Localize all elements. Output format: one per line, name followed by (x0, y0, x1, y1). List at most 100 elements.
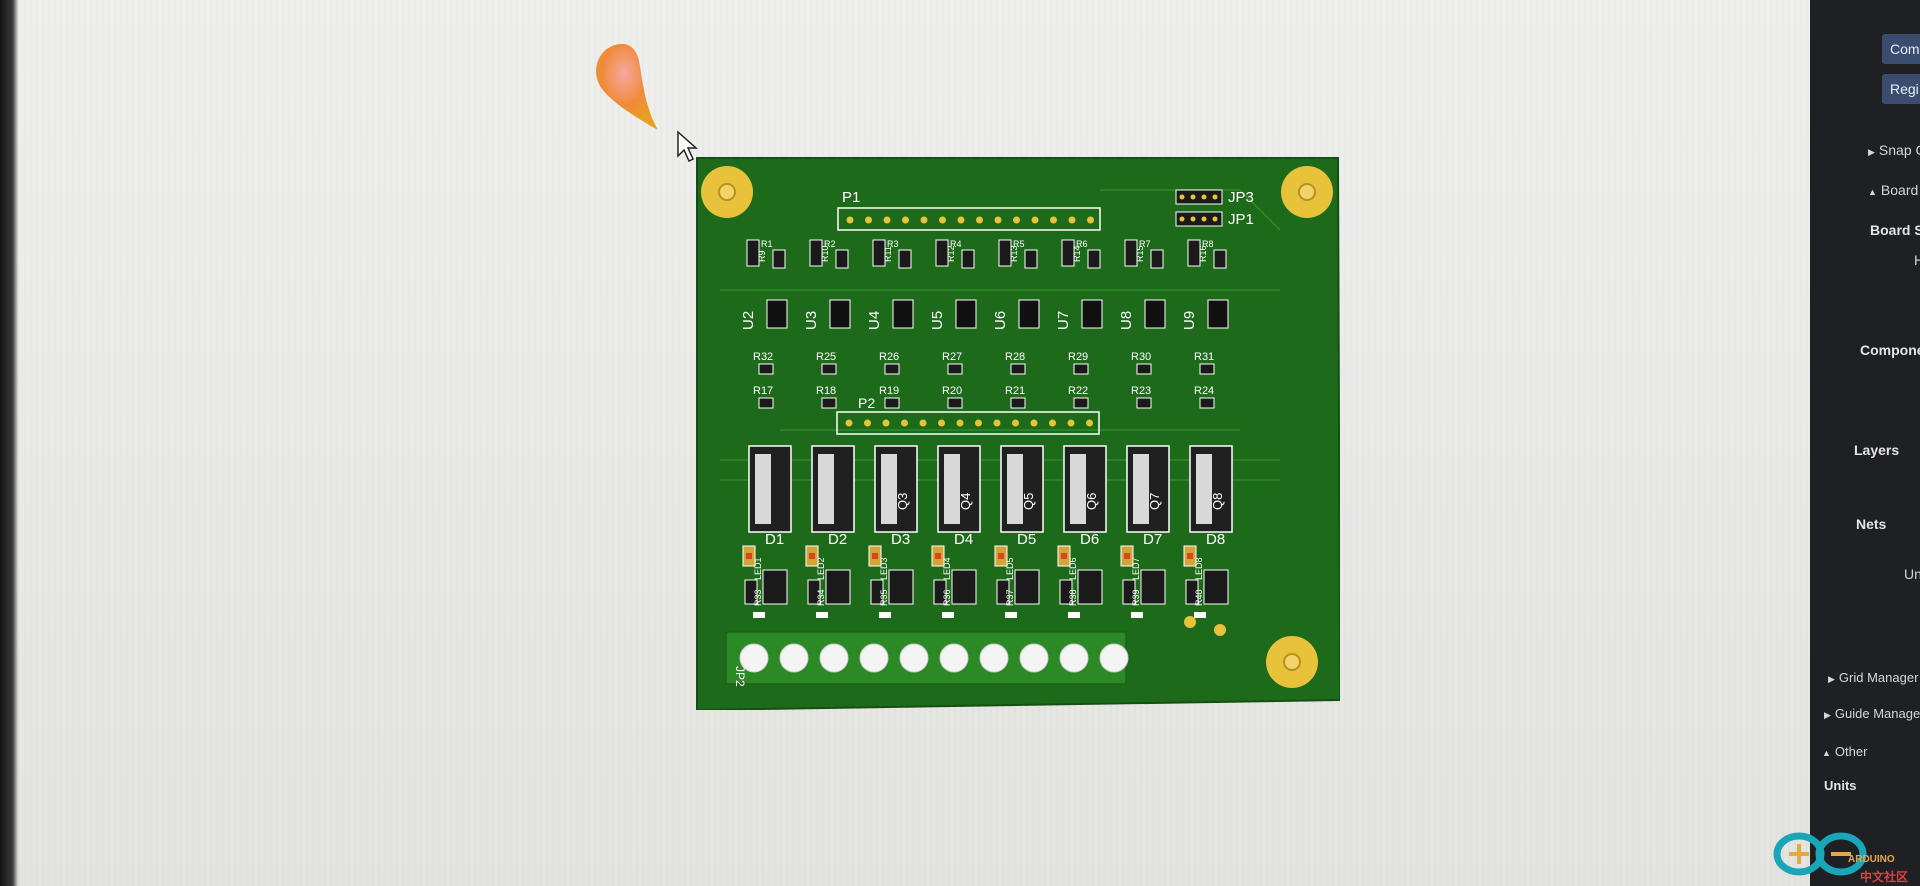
resistor (746, 239, 760, 267)
silk-mark (1194, 612, 1206, 618)
other-section[interactable]: ▲Other (1822, 744, 1867, 759)
resistor (821, 363, 837, 375)
resistor (1059, 579, 1073, 605)
header-jp3 (1175, 189, 1223, 205)
resistor (935, 239, 949, 267)
led-label: LED8 (1194, 557, 1204, 580)
nets-label: Nets (1856, 516, 1887, 532)
resistor (1136, 397, 1152, 409)
resistor-label: R20 (942, 385, 962, 397)
command-button[interactable]: Com (1882, 34, 1920, 64)
resistor-label: R40 (1194, 589, 1204, 606)
components-label: Compone (1860, 342, 1920, 358)
terminal-hole (1099, 643, 1129, 673)
resistor-label: R22 (1068, 385, 1088, 397)
resistor (998, 239, 1012, 267)
resistor-label: R31 (1194, 351, 1214, 363)
register-button[interactable]: Regi (1882, 74, 1920, 104)
board-size-value: H (1914, 252, 1920, 268)
layers-label: Layers (1854, 442, 1900, 458)
diode-label: D4 (954, 531, 973, 548)
resistor-label: R29 (1068, 351, 1088, 363)
header-p1-pin (1050, 216, 1057, 224)
terminal-hole (979, 643, 1009, 673)
resistor-label: R35 (879, 589, 889, 606)
resistor (744, 579, 758, 605)
header-p1-pin (939, 216, 946, 224)
resistor-label: R21 (1005, 385, 1025, 397)
optocoupler-label: U3 (803, 311, 820, 330)
resistor-label: R30 (1131, 351, 1151, 363)
resistor (1150, 249, 1164, 269)
header-p2-pin (864, 419, 871, 427)
grid-manager-section[interactable]: ▶Grid Manager (1828, 670, 1918, 685)
header-p2-outline (836, 411, 1100, 435)
transistor-tab (1007, 454, 1023, 524)
led-die (935, 553, 941, 559)
optocoupler (1207, 299, 1229, 329)
optocoupler (1018, 299, 1040, 329)
resistor (1073, 363, 1089, 375)
resistor (1010, 397, 1026, 409)
header-p2-pin (975, 419, 982, 427)
diode (1203, 569, 1229, 605)
header-p2-pin (919, 419, 927, 427)
resistor (884, 363, 900, 375)
guide-manager-section[interactable]: ▶Guide Manage (1824, 706, 1920, 721)
collapse-arrow-icon: ▲ (1868, 187, 1877, 197)
snap-section[interactable]: ▶Snap C (1868, 142, 1920, 158)
header-p1-pin (957, 216, 965, 224)
placement-pin-icon (596, 43, 658, 130)
resistor-label: R19 (879, 385, 899, 397)
transistor-tab (818, 454, 834, 524)
expand-arrow-icon: ▶ (1828, 674, 1835, 684)
header-p2-pin (993, 419, 1001, 427)
resistor-label: R38 (1068, 589, 1078, 606)
resistor-label: R2 (824, 239, 836, 249)
resistor-label: R36 (942, 589, 952, 606)
collapse-arrow-icon: ▲ (1822, 748, 1831, 758)
led-die (1061, 553, 1067, 559)
jp3-pin (1179, 194, 1185, 200)
silk-mark (1131, 612, 1143, 618)
led-die (1187, 553, 1193, 559)
header-jp1 (1175, 211, 1223, 227)
pcb-board-svg: P1P2JP3JP1R1R9R2R10R3R11R4R12R5R13R6R14R… (696, 157, 1342, 712)
header-jp1-label: JP1 (1228, 211, 1254, 228)
terminal-hole (859, 643, 889, 673)
board-section[interactable]: ▲Board (1868, 182, 1918, 198)
diode (888, 569, 914, 605)
header-p1-outline (837, 207, 1101, 231)
resistor (1087, 249, 1101, 269)
expand-arrow-icon: ▶ (1824, 710, 1831, 720)
optocoupler-label: U7 (1055, 311, 1072, 330)
led-label: LED1 (753, 557, 763, 580)
header-p2-pin (882, 419, 890, 427)
watermark-line2: 中文社区 (1860, 870, 1909, 884)
led-label: LED6 (1068, 557, 1078, 580)
optocoupler (829, 299, 851, 329)
resistor (1124, 239, 1138, 267)
mounting-hole-center (1298, 183, 1316, 201)
resistor-label: R11 (883, 246, 893, 262)
transistor-label: Q6 (1084, 493, 1099, 510)
resistor-label: R10 (820, 245, 830, 262)
diode-label: D3 (891, 531, 910, 548)
resistor-label: R24 (1194, 385, 1214, 397)
optocoupler-label: U8 (1118, 311, 1135, 330)
jp1-pin (1212, 216, 1218, 222)
resistor (961, 249, 975, 269)
resistor (884, 397, 900, 409)
silk-mark (1005, 612, 1017, 618)
terminal-hole (1019, 643, 1049, 673)
resistor-label: R17 (753, 385, 773, 397)
mounting-hole-center (718, 183, 736, 201)
resistor (1199, 363, 1215, 375)
copper-traces (720, 189, 1281, 481)
diode-label: D2 (828, 531, 847, 548)
led-die (872, 553, 878, 559)
resistor-label: R18 (816, 385, 836, 397)
transistor-label: Q7 (1147, 493, 1162, 510)
led-label: LED5 (1005, 557, 1015, 580)
